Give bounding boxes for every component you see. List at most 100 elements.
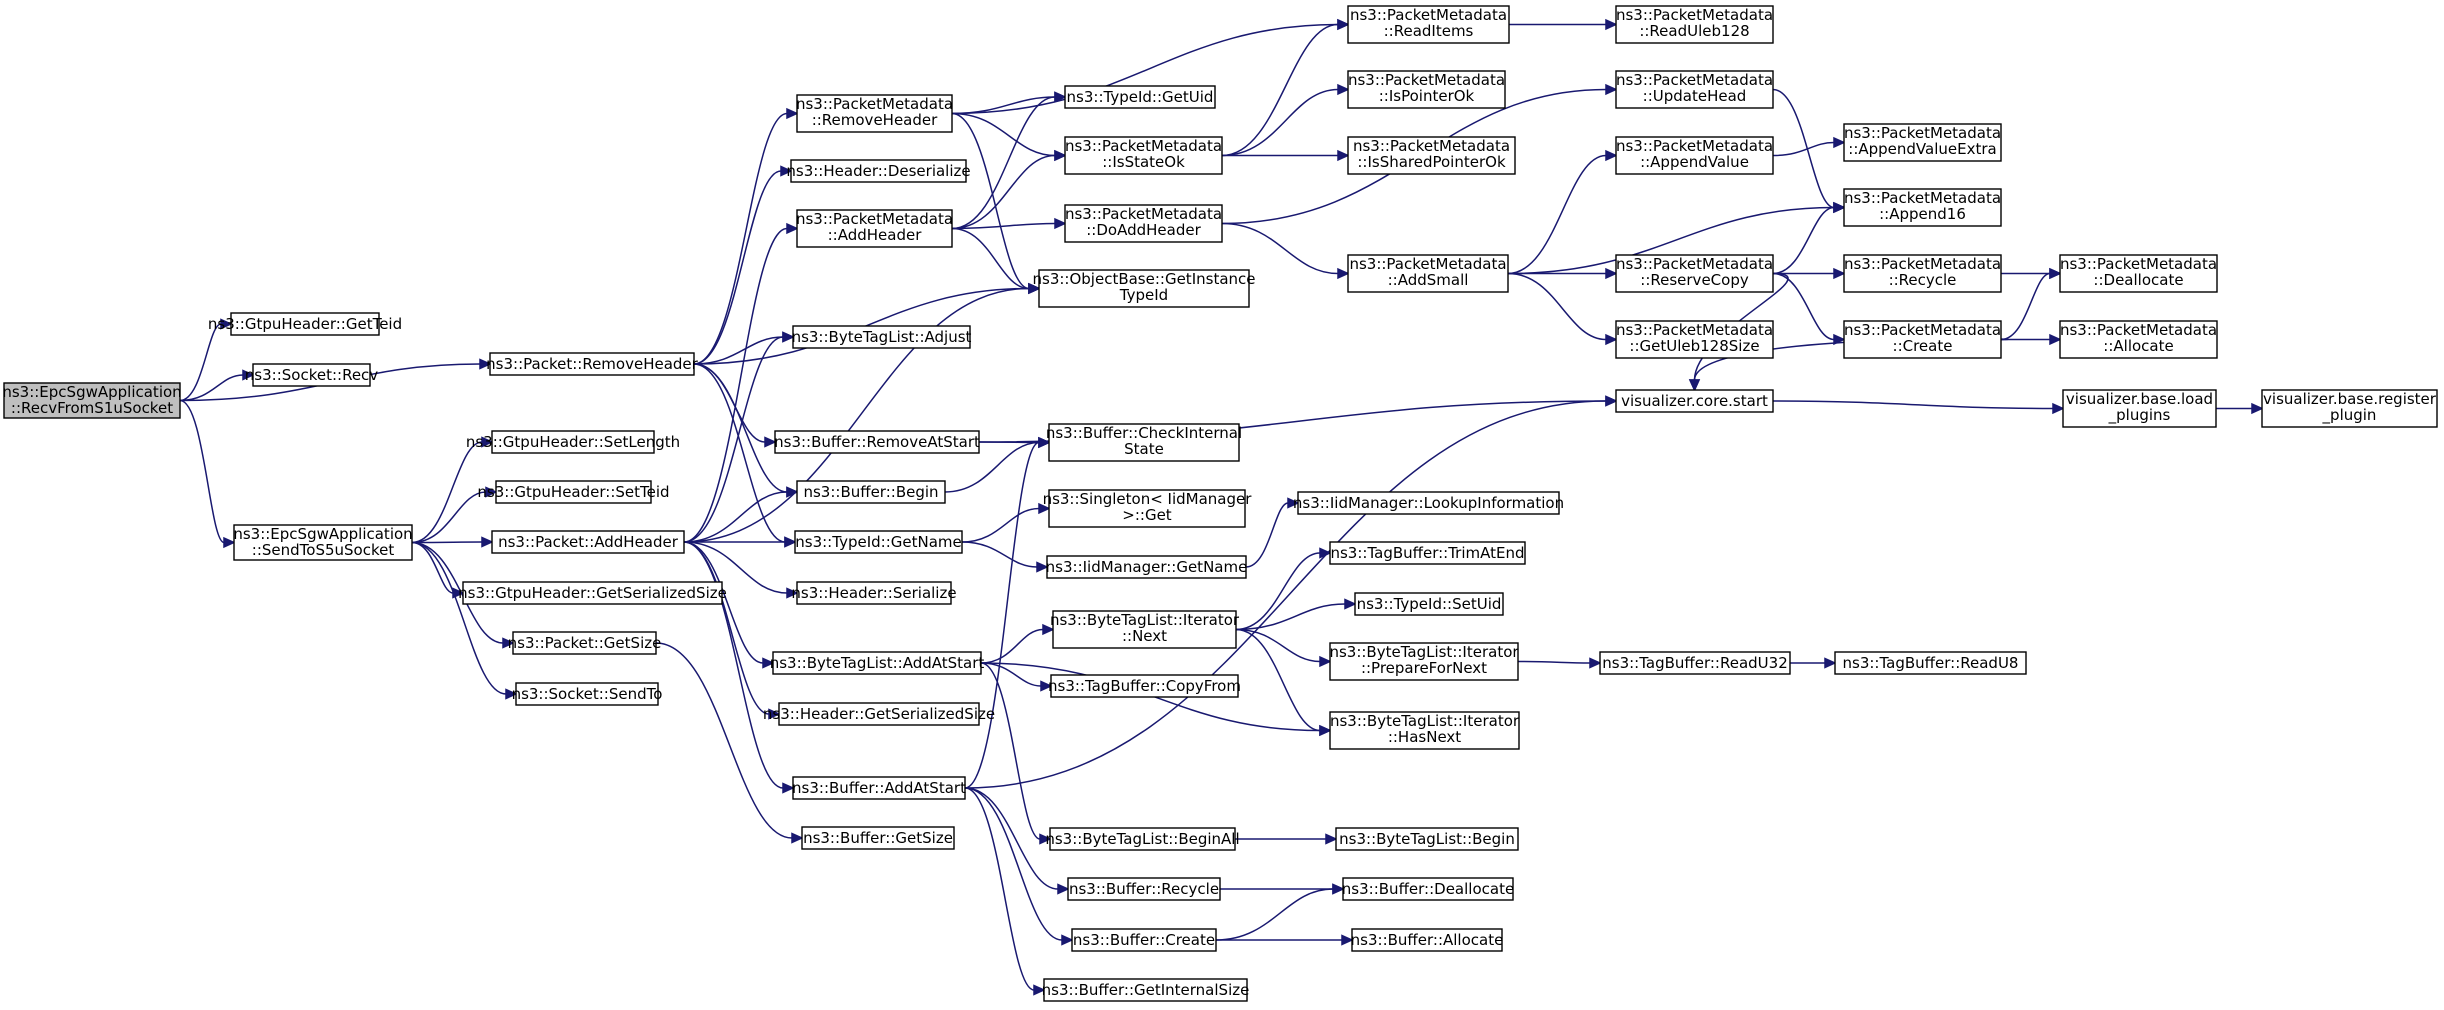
node-label-line: ::PrepareForNext [1361, 659, 1487, 677]
node-tagbuf_copyfrom[interactable]: ns3::TagBuffer::CopyFrom [1048, 674, 1241, 698]
edge-arrowhead [1344, 598, 1357, 610]
node-label-line: ns3::Socket::SendTo [512, 685, 663, 703]
node-box [1347, 5, 1510, 44]
edge-pkt_removeheader-to-hdr_deserialize [693, 165, 793, 365]
node-label-line: ns3::PacketMetadata [2060, 255, 2217, 273]
node-buf_addatstart[interactable]: ns3::Buffer::AddAtStart [792, 776, 966, 800]
edge-btl_iter_next-to-btl_iter_hasnext [1235, 628, 1332, 737]
node-pm_getuleb128size[interactable]: ns3::PacketMetadata::GetUleb128Size [1615, 320, 1774, 359]
node-typeid_getuid[interactable]: ns3::TypeId::GetUid [1064, 85, 1216, 109]
node-label-line: ns3::ByteTagList::Iterator [1329, 643, 1519, 661]
edge-arrowhead [1057, 883, 1070, 895]
node-pm_updatehead[interactable]: ns3::PacketMetadata::UpdateHead [1615, 70, 1774, 109]
node-send_s5u[interactable]: ns3::EpcSgwApplication::SendToS5uSocket [233, 524, 413, 561]
node-iid_lookupinformation[interactable]: ns3::IidManager::LookupInformation [1293, 491, 1564, 515]
node-buf_create[interactable]: ns3::Buffer::Create [1071, 928, 1217, 952]
node-box [1843, 123, 2002, 162]
node-label-line: ::Allocate [2103, 337, 2173, 355]
node-box [778, 702, 980, 726]
node-btl_iter_next[interactable]: ns3::ByteTagList::Iterator::Next [1050, 610, 1240, 649]
node-vis_core_start[interactable]: visualizer.core.start [1615, 389, 1774, 413]
node-pm_addheader[interactable]: ns3::PacketMetadata::AddHeader [796, 209, 953, 248]
node-vis_base_loadplugins[interactable]: visualizer.base.load_plugins [2062, 389, 2217, 428]
node-buf_removeatstart[interactable]: ns3::Buffer::RemoveAtStart [774, 430, 980, 454]
node-pm_addsmall[interactable]: ns3::PacketMetadata::AddSmall [1347, 254, 1509, 293]
node-tagbuf_readu32[interactable]: ns3::TagBuffer::ReadU32 [1599, 651, 1791, 675]
edge-arrowhead [1337, 18, 1350, 31]
node-buf_begin[interactable]: ns3::Buffer::Begin [796, 480, 946, 504]
edge-arrowhead [1042, 623, 1055, 636]
node-pm_create[interactable]: ns3::PacketMetadata::Create [1843, 320, 2002, 359]
node-pm_append16[interactable]: ns3::PacketMetadata::Append16 [1843, 188, 2002, 227]
node-label-line: visualizer.base.register [2263, 390, 2437, 408]
node-vis_base_registerplugin[interactable]: visualizer.base.register_plugin [2261, 389, 2438, 428]
edge-arrowhead [220, 318, 233, 330]
node-label-line: ::AppendValue [1640, 153, 1749, 171]
node-box [801, 826, 955, 850]
node-label-line: ns3::ByteTagList::Iterator [1330, 712, 1520, 730]
node-pkt_removeheader[interactable]: ns3::Packet::RemoveHeader [486, 352, 699, 376]
node-pm_recycle[interactable]: ns3::PacketMetadata::Recycle [1843, 254, 2002, 293]
edge-pm_reservecopy-to-pm_create [1772, 272, 1846, 346]
node-pm_allocate[interactable]: ns3::PacketMetadata::Allocate [2059, 320, 2218, 359]
edge-pm_addsmall-to-pm_getuleb128size [1507, 272, 1618, 346]
node-pm_readuleb128[interactable]: ns3::PacketMetadata::ReadUleb128 [1615, 5, 1774, 44]
node-label-line: ::AddHeader [828, 226, 923, 244]
node-pm_reservecopy[interactable]: ns3::PacketMetadata::ReserveCopy [1615, 254, 1774, 293]
node-recv_s1u[interactable]: ns3::EpcSgwApplication::RecvFromS1uSocke… [2, 382, 182, 419]
edge-pkt_addheader-to-pm_addheader [683, 222, 799, 543]
node-box [252, 363, 371, 387]
node-btl_addatstart[interactable]: ns3::ByteTagList::AddAtStart [770, 651, 985, 675]
node-pm_isstateok[interactable]: ns3::PacketMetadata::IsStateOk [1064, 136, 1223, 175]
node-buf_recycle[interactable]: ns3::Buffer::Recycle [1067, 877, 1221, 901]
node-tagbuf_trimatend[interactable]: ns3::TagBuffer::TrimAtEnd [1329, 541, 1526, 565]
node-btl_iter_hasnext[interactable]: ns3::ByteTagList::Iterator::HasNext [1329, 711, 1520, 750]
node-tagbuf_readu8[interactable]: ns3::TagBuffer::ReadU8 [1834, 651, 2027, 675]
node-buf_allocate[interactable]: ns3::Buffer::Allocate [1351, 928, 1504, 952]
node-label-line: ns3::Buffer::RemoveAtStart [774, 433, 980, 451]
node-hdr_getsersize[interactable]: ns3::Header::GetSerializedSize [763, 702, 995, 726]
node-socket_sendto[interactable]: ns3::Socket::SendTo [512, 682, 663, 706]
node-pkt_addheader[interactable]: ns3::Packet::AddHeader [491, 530, 685, 554]
edge-line [1215, 888, 1334, 941]
node-hdr_deserialize[interactable]: ns3::Header::Deserialize [786, 159, 971, 183]
node-pm_deallocate[interactable]: ns3::PacketMetadata::Deallocate [2059, 254, 2218, 293]
node-pm_readitems[interactable]: ns3::PacketMetadata::ReadItems [1347, 5, 1510, 44]
node-pm_appendvalueextra[interactable]: ns3::PacketMetadata::AppendValueExtra [1843, 123, 2002, 162]
node-pm_doaddheader[interactable]: ns3::PacketMetadata::DoAddHeader [1064, 204, 1223, 243]
edge-line [961, 507, 1040, 543]
node-hdr_serialize[interactable]: ns3::Header::Serialize [791, 581, 957, 605]
node-btl_begin[interactable]: ns3::ByteTagList::Begin [1335, 827, 1519, 851]
node-gtpu_getsersize[interactable]: ns3::GtpuHeader::GetSerializedSize [458, 581, 727, 605]
node-socket_recv[interactable]: ns3::Socket::Recv [245, 363, 379, 387]
node-gtpu_setlength[interactable]: ns3::GtpuHeader::SetLength [466, 430, 680, 454]
edge-pkt_removeheader-to-typeid_getname [693, 363, 797, 548]
node-gtpu_setteid[interactable]: ns3::GtpuHeader::SetTeid [477, 480, 670, 504]
node-buf_deallocate[interactable]: ns3::Buffer::Deallocate [1342, 877, 1514, 901]
node-btl_beginall[interactable]: ns3::ByteTagList::BeginAll [1045, 827, 1240, 851]
node-gtpu_getteid[interactable]: ns3::GtpuHeader::GetTeid [208, 312, 402, 336]
node-label-line: ns3::PacketMetadata [1349, 255, 1506, 273]
node-btl_adjust[interactable]: ns3::ByteTagList::Adjust [792, 325, 972, 349]
node-btl_iter_prepare[interactable]: ns3::ByteTagList::Iterator::PrepareForNe… [1329, 642, 1519, 681]
node-pm_issharedpointerok[interactable]: ns3::PacketMetadata::IsSharedPointerOk [1347, 136, 1516, 175]
node-buf_getsize[interactable]: ns3::Buffer::GetSize [801, 826, 955, 850]
node-pkt_getsize[interactable]: ns3::Packet::GetSize [508, 631, 662, 655]
node-buf_getinternalsize[interactable]: ns3::Buffer::GetInternalSize [1042, 978, 1250, 1002]
node-pm_appendvalue[interactable]: ns3::PacketMetadata::AppendValue [1615, 136, 1774, 175]
node-label-line: ns3::Buffer::CheckInternal [1046, 424, 1242, 442]
edge-line [1693, 272, 1789, 381]
node-singleton_get[interactable]: ns3::Singleton< IidManager>::Get [1043, 489, 1253, 528]
node-typeid_getname[interactable]: ns3::TypeId::GetName [794, 530, 963, 554]
node-box [1615, 320, 1774, 359]
node-label-line: ns3::TypeId::GetUid [1067, 88, 1214, 106]
node-typeid_setuid[interactable]: ns3::TypeId::SetUid [1354, 592, 1504, 616]
node-pm_removeheader[interactable]: ns3::PacketMetadata::RemoveHeader [796, 94, 953, 133]
node-label-line: ::ReadUleb128 [1639, 22, 1749, 40]
edge-arrowhead [1688, 379, 1701, 392]
edge-btl_addatstart-to-btl_beginall [980, 662, 1052, 845]
node-iid_getname[interactable]: ns3::IidManager::GetName [1046, 555, 1248, 579]
node-pm_ispointerok[interactable]: ns3::PacketMetadata::IsPointerOk [1347, 70, 1506, 109]
